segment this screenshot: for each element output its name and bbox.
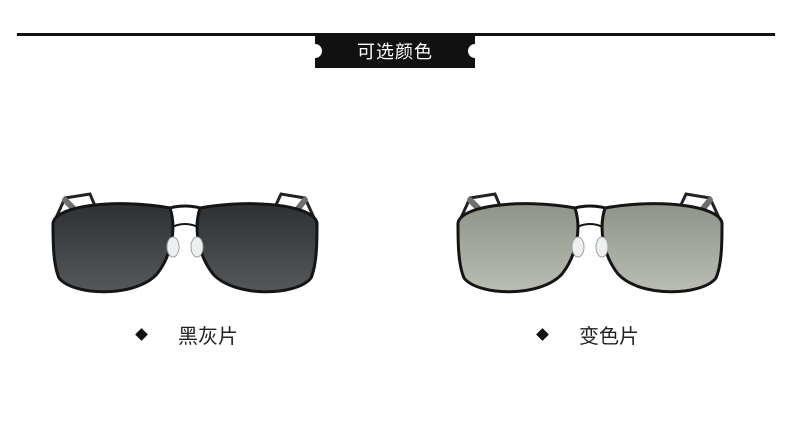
left-lens <box>456 202 580 294</box>
right-nose-pad <box>190 236 204 258</box>
section-title-banner: 可选颜色 <box>308 34 482 68</box>
banner-notch-left <box>308 44 322 58</box>
right-lens <box>600 202 724 294</box>
bridge-bottom <box>574 223 606 229</box>
sunglasses-illustration <box>456 192 724 294</box>
diamond-bullet-icon <box>536 327 549 341</box>
banner-notch-right <box>468 44 482 58</box>
left-nose-pad <box>571 236 585 258</box>
option-label: 黑灰片 <box>178 323 238 348</box>
diamond-bullet-icon <box>135 327 148 341</box>
sunglasses-illustration <box>51 192 319 294</box>
section-title: 可选颜色 <box>357 42 433 63</box>
color-option-black-grey: 黑灰片 <box>135 320 238 348</box>
right-lens <box>195 202 319 294</box>
left-lens <box>51 202 175 294</box>
color-option-photochromic: 变色片 <box>536 320 639 348</box>
bridge-bottom <box>169 223 201 229</box>
left-nose-pad <box>166 236 180 258</box>
option-label: 变色片 <box>579 323 639 348</box>
product-image-photochromic <box>440 180 740 310</box>
product-image-black-grey <box>35 180 335 310</box>
right-nose-pad <box>595 236 609 258</box>
